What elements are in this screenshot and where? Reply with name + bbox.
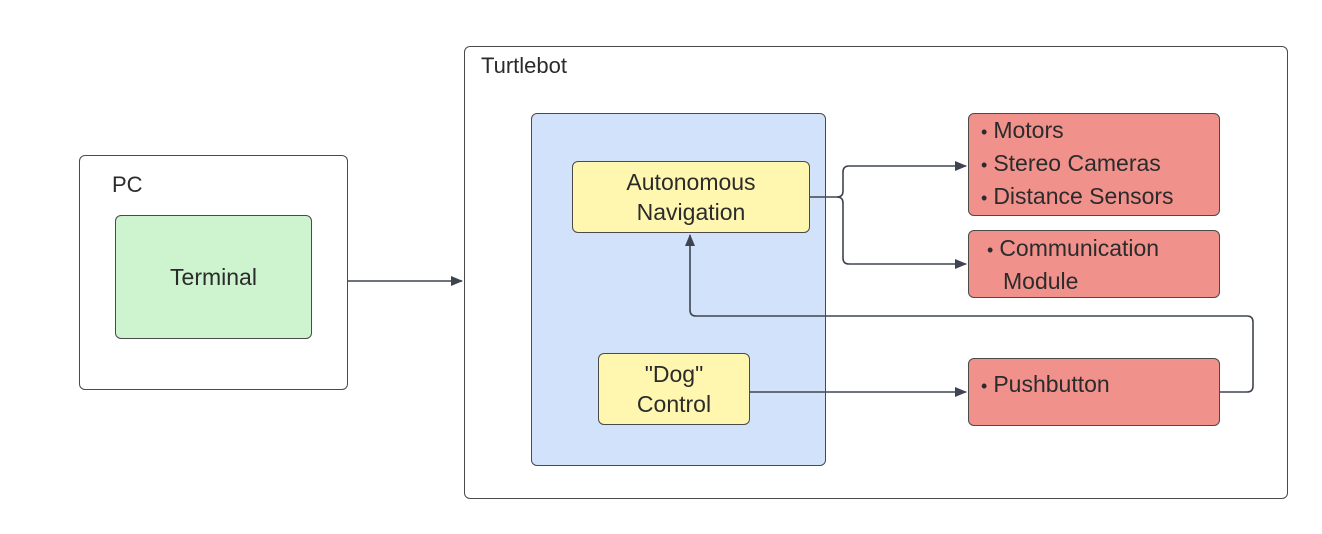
list-item-communication-cont: Module [1003,268,1079,294]
dog-control-box: "Dog" Control [598,353,750,425]
autonomous-navigation-line-1: Autonomous [626,169,756,195]
list-item-stereo-cameras: Stereo Cameras [981,148,1219,181]
list-item-communication: Communication [987,233,1219,266]
pushbutton-box: Pushbutton [968,358,1220,426]
sensors-box: Motors Stereo Cameras Distance Sensors [968,113,1220,216]
arrow-nav-to-sensors [810,161,967,198]
terminal-box: Terminal [115,215,312,339]
terminal-label: Terminal [170,263,257,290]
turtlebot-title: Turtlebot [481,53,568,78]
list-item-distance-sensors: Distance Sensors [981,181,1219,214]
pc-title: PC [112,172,143,197]
dog-control-line-1: "Dog" [644,361,704,387]
list-item-pushbutton: Pushbutton [981,369,1219,402]
arrow-pushbutton-to-nav [685,234,1254,393]
autonomous-navigation-line-2: Navigation [636,199,746,225]
communication-module-box: Communication Module [968,230,1220,298]
dog-control-line-2: Control [636,391,712,417]
autonomous-navigation-box: Autonomous Navigation [572,161,810,233]
list-item-motors: Motors [981,115,1219,148]
arrow-nav-to-communication [836,196,967,269]
